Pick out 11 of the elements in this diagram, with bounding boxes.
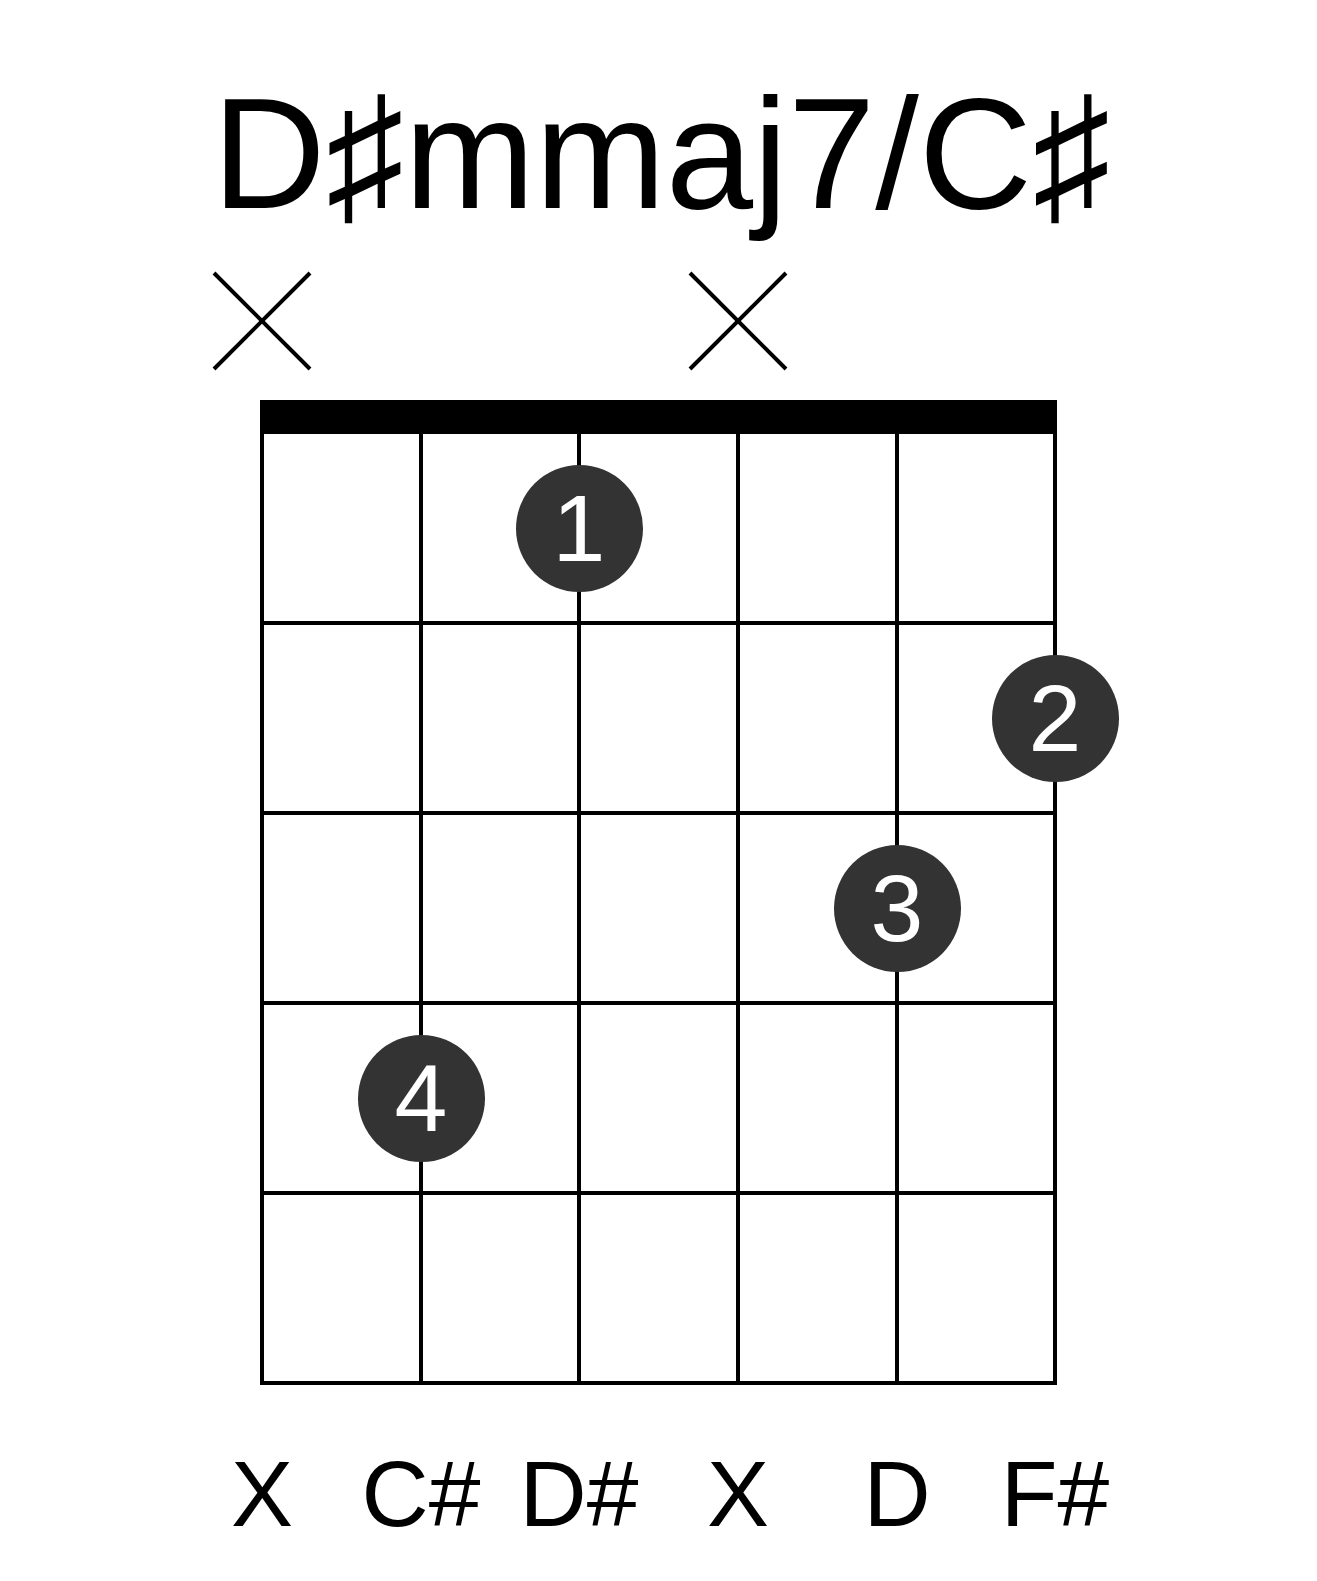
note-label: D# — [519, 1448, 639, 1541]
note-label: D — [863, 1448, 931, 1541]
finger-number: 2 — [1028, 670, 1082, 766]
note-label: F# — [1000, 1448, 1110, 1541]
note-label: X — [231, 1448, 293, 1541]
finger-number: 3 — [870, 860, 924, 956]
note-label: C# — [361, 1448, 481, 1541]
note-label: X — [707, 1448, 769, 1541]
finger-number: 1 — [552, 481, 606, 576]
chord-title: D♯mmaj7/C♯ — [212, 65, 1111, 243]
finger-number: 4 — [394, 1050, 448, 1146]
